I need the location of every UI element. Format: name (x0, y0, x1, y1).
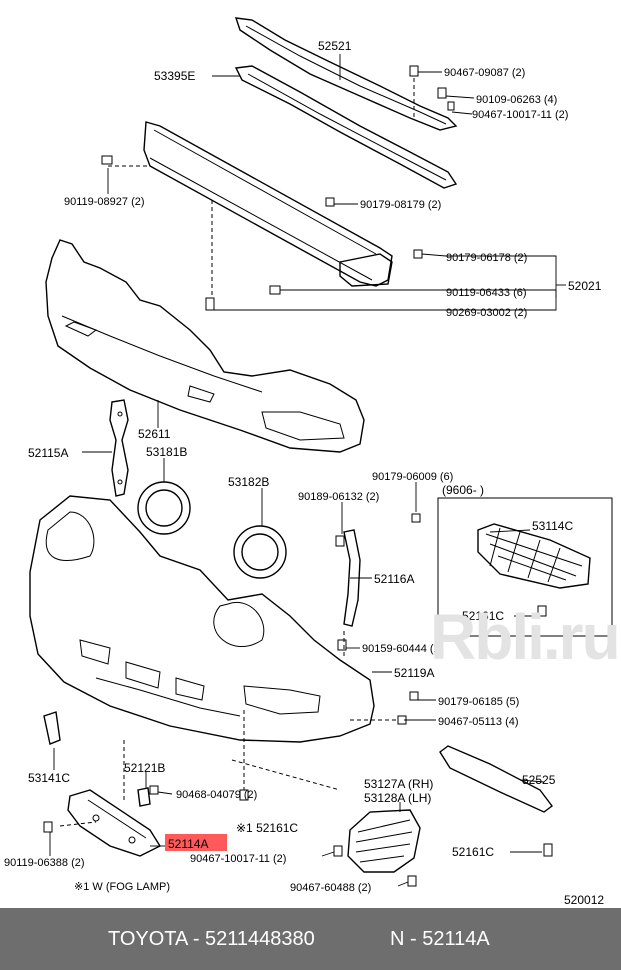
label-90467-10017-bottom: 90467-10017-11 (2) (190, 853, 286, 865)
label-90467-10017-top: 90467-10017-11 (2) (472, 109, 568, 121)
leader-lines (49, 54, 566, 887)
label-52114a: 52114A (168, 837, 208, 851)
label-52525: 52525 (522, 773, 556, 787)
footnote: ※1 W (FOG LAMP) (74, 881, 170, 893)
label-90119-08927: 90119-08927 (2) (64, 196, 145, 208)
label-90179-06185: 90179-06185 (5) (438, 696, 519, 708)
bracket-52114a (67, 789, 162, 857)
label-90119-06388: 90119-06388 (2) (4, 857, 85, 869)
label-52121b: 52121B (124, 761, 165, 775)
watermark: Rbli.ru (430, 601, 621, 673)
label-53114c: 53114C (532, 519, 573, 533)
label-detail-box: (9606- ) (442, 483, 484, 497)
label-90159-60444: 90159-60444 (2) (362, 643, 443, 655)
label-90269-03002: 90269-03002 (2) (446, 307, 527, 319)
label-52021: 52021 (568, 279, 602, 293)
label-53141c: 53141C (28, 771, 70, 785)
label-53127a: 53127A (RH) (364, 777, 433, 791)
label-52116a: 52116A (374, 572, 414, 586)
label-52611: 52611 (138, 427, 171, 441)
label-52521: 52521 (318, 39, 352, 53)
label-90109-06263: 90109-06263 (4) (476, 94, 557, 106)
label-90467-60488: 90467-60488 (2) (290, 882, 371, 894)
energy-absorber-52611 (45, 239, 365, 453)
bumper-reinforcement-52021 (143, 121, 393, 287)
label-53182b: 53182B (228, 475, 269, 489)
footer-part-code: N - 52114A (390, 928, 490, 950)
bracket-52121b (137, 787, 151, 807)
label-90189-06132: 90189-06132 (2) (298, 491, 379, 503)
ring-53181b (137, 481, 191, 535)
page-code: 520012 (564, 893, 604, 907)
label-53395e: 53395E (154, 69, 195, 83)
bracket-52116a (343, 529, 361, 627)
lower-bar-52525 (439, 745, 553, 813)
assembly-lines (59, 78, 415, 827)
bracket-52115a (109, 399, 129, 497)
fog-lamp-cover (347, 809, 421, 873)
highlight-52114a (165, 834, 227, 851)
label-52115a: 52115A (28, 446, 68, 460)
label-90468-04079: 90468-04079 (2) (176, 789, 257, 801)
bumper-cover-52119a (29, 495, 375, 743)
label-90467-09087: 90467-09087 (2) (444, 67, 525, 79)
label-90179-06009: 90179-06009 (6) (372, 471, 453, 483)
ring-53182b (233, 525, 287, 579)
reinforcement-53395e (234, 65, 458, 189)
pad-53141c (43, 711, 61, 745)
label-53128a: 53128A (LH) (364, 791, 431, 805)
footer-part-number: TOYOTA - 5211448380 (108, 928, 315, 950)
label-53181b: 53181B (146, 445, 187, 459)
label-52119a: 52119A (394, 666, 434, 680)
footer-bar: TOYOTA - 5211448380 N - 52114A (0, 908, 621, 970)
label-90179-08179: 90179-08179 (2) (360, 199, 441, 211)
label-90467-05113: 90467-05113 (4) (438, 716, 519, 728)
label-52161c-right: 52161C (452, 845, 494, 859)
label-52161c-note: ※1 52161C (236, 821, 298, 835)
label-90119-06433: 90119-06433 (6) (446, 287, 527, 299)
fasteners (43, 65, 553, 887)
reinforcement-52521 (234, 17, 458, 131)
label-90179-06178: 90179-06178 (2) (446, 252, 527, 264)
label-52161c-box: 52161C (462, 609, 504, 623)
detail-box (437, 497, 613, 637)
parts-diagram: 52521 53395E 90467-09087 (2) 90109-06263… (4, 17, 613, 907)
